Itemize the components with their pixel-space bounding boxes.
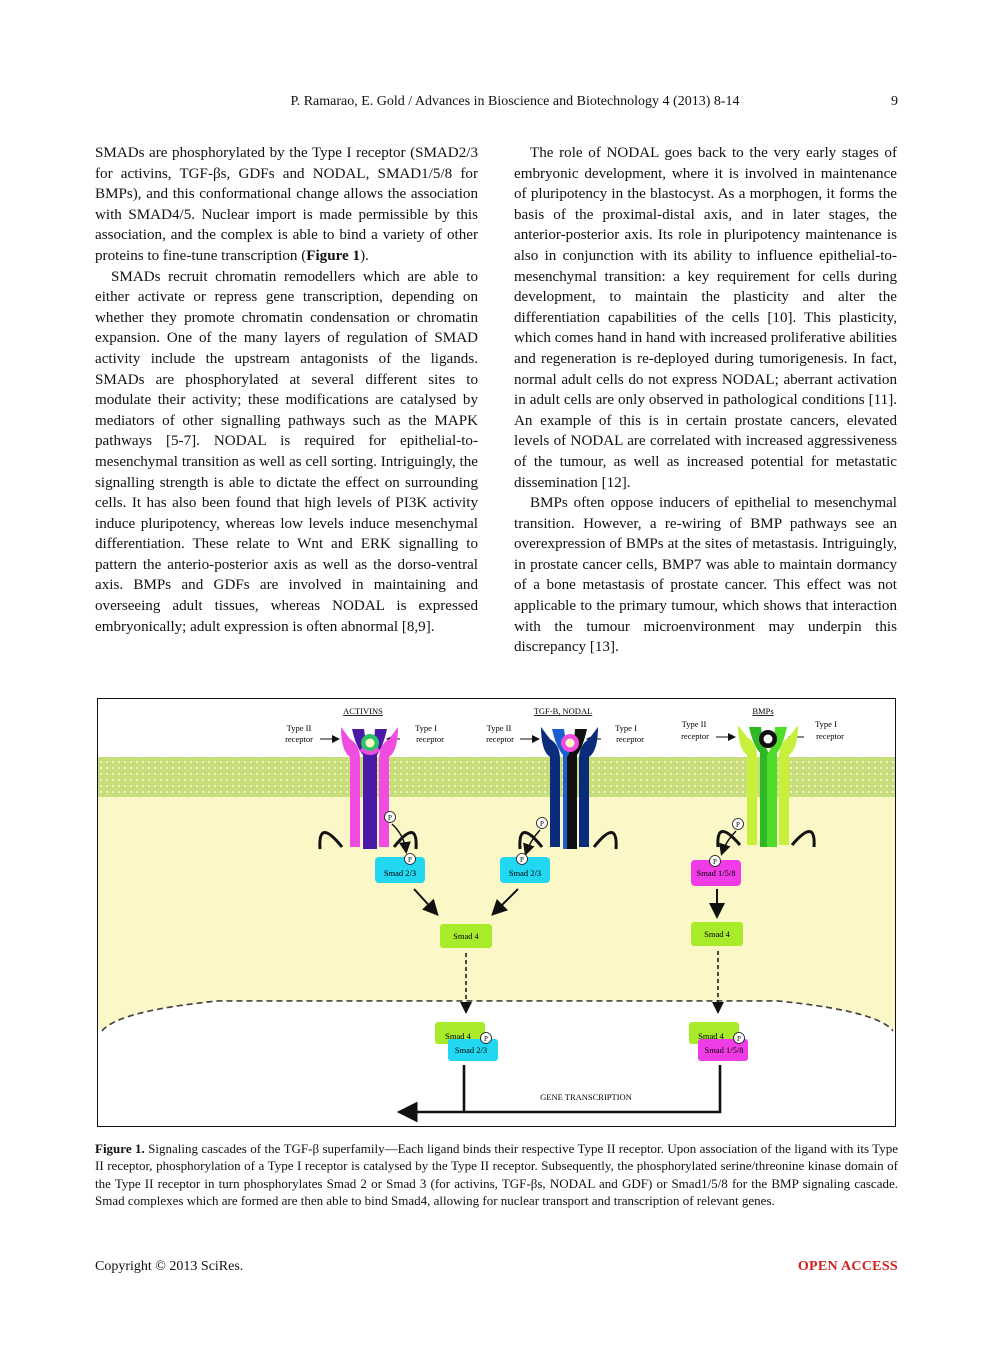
paragraph: BMPs often oppose inducers of epithelial… — [514, 495, 897, 656]
tgf-nodal-receptor-complex: TGF-B, NODAL Type II receptor Type I rec… — [486, 706, 644, 856]
nuclear-complex-left: Smad 4 Smad 2/3 P — [435, 1022, 498, 1061]
svg-text:Smad 2/3: Smad 2/3 — [455, 1045, 487, 1055]
paragraph: SMADs are phosphorylated by the Type I r… — [95, 145, 478, 264]
ligand-label-tgf-nodal: TGF-B, NODAL — [534, 706, 593, 716]
receptor-label: receptor — [816, 731, 844, 741]
transcription-arrow — [402, 1065, 722, 1112]
figure-reference-link[interactable]: Figure 1 — [306, 247, 361, 264]
smad4-box-left: Smad 4 — [440, 924, 492, 948]
type1-label: Type I — [615, 723, 637, 733]
type2-label: Type II — [682, 719, 707, 729]
svg-text:P: P — [713, 858, 717, 866]
paragraph: The role of NODAL goes back to the very … — [514, 145, 897, 491]
receptor-label: receptor — [285, 734, 313, 744]
svg-text:P: P — [484, 1035, 488, 1043]
smad158-box-bmp: Smad 1/5/8 P — [691, 855, 741, 886]
receptor-label: receptor — [416, 734, 444, 744]
svg-text:P: P — [520, 856, 524, 864]
right-column: The role of NODAL goes back to the very … — [514, 143, 897, 658]
type1-label: Type I — [415, 723, 437, 733]
svg-text:P: P — [408, 856, 412, 864]
paragraph: SMADs recruit chromatin remodellers whic… — [95, 268, 478, 635]
svg-text:P: P — [540, 820, 544, 828]
copyright-notice: Copyright © 2013 SciRes. — [95, 1259, 244, 1274]
smad23-box-activin: Smad 2/3 P — [375, 853, 425, 883]
bmp-receptor-complex: BMPs Type II receptor Type I receptor P — [681, 706, 844, 856]
gene-transcription-label: GENE TRANSCRIPTION — [540, 1092, 632, 1102]
svg-text:Smad 2/3: Smad 2/3 — [509, 868, 541, 878]
svg-text:Smad 2/3: Smad 2/3 — [384, 868, 416, 878]
ligand-label-activins: ACTIVINS — [343, 706, 383, 716]
receptor-label: receptor — [616, 734, 644, 744]
svg-text:Smad 4: Smad 4 — [704, 929, 730, 939]
svg-text:P: P — [388, 814, 392, 822]
figure-caption: Figure 1. Signaling cascades of the TGF-… — [95, 1140, 898, 1210]
running-title: P. Ramarao, E. Gold / Advances in Biosci… — [290, 94, 740, 109]
running-header: P. Ramarao, E. Gold / Advances in Biosci… — [95, 94, 898, 114]
svg-text:Smad 4: Smad 4 — [453, 931, 479, 941]
svg-text:Smad 4: Smad 4 — [445, 1031, 471, 1041]
page-number: 9 — [891, 94, 898, 109]
caption-label: Figure 1. — [95, 1141, 145, 1156]
svg-text:P: P — [737, 1035, 741, 1043]
type1-label: Type I — [815, 719, 837, 729]
smad4-box-right: Smad 4 — [691, 922, 743, 946]
open-access-badge: OPEN ACCESS — [797, 1259, 898, 1274]
receptor-label: receptor — [681, 731, 709, 741]
svg-text:Smad 1/5/8: Smad 1/5/8 — [697, 868, 736, 878]
activin-receptor-complex: ACTIVINS Type II receptor Type I recepto… — [285, 706, 444, 854]
nuclear-complex-right: Smad 4 Smad 1/5/8 P — [689, 1022, 748, 1061]
svg-text:P: P — [736, 821, 740, 829]
smad23-box-tgf: Smad 2/3 P — [500, 853, 550, 883]
caption-text: Signaling cascades of the TGF-β superfam… — [95, 1141, 898, 1209]
left-column: SMADs are phosphorylated by the Type I r… — [95, 143, 478, 637]
type2-label: Type II — [487, 723, 512, 733]
type2-label: Type II — [287, 723, 312, 733]
svg-text:Smad 4: Smad 4 — [698, 1031, 724, 1041]
figure-1-diagram: ACTIVINS Type II receptor Type I recepto… — [97, 698, 896, 1127]
receptor-label: receptor — [486, 734, 514, 744]
svg-text:Smad 1/5/8: Smad 1/5/8 — [705, 1045, 744, 1055]
ligand-label-bmps: BMPs — [752, 706, 773, 716]
